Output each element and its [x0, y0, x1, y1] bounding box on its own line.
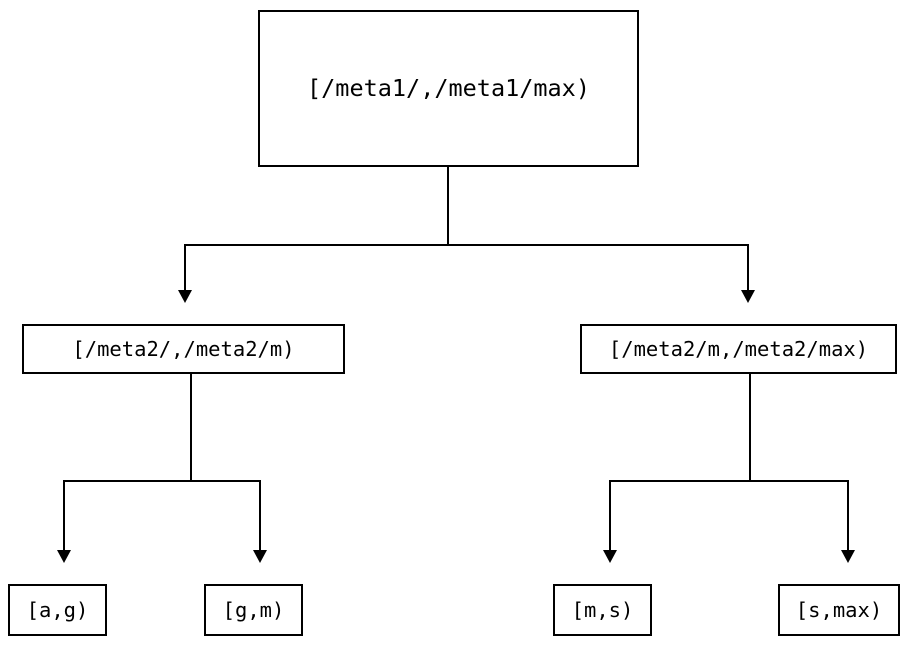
node-leaf-m-s-label: [m,s) [571, 597, 634, 622]
arrowhead-mid-left-to-leaf-ag [57, 550, 71, 563]
node-leaf-s-max[interactable]: [s,max) [778, 584, 900, 636]
node-mid-left[interactable]: [/meta2/,/meta2/m) [22, 324, 345, 374]
arrowhead-mid-left-to-leaf-gm [253, 550, 267, 563]
node-leaf-m-s[interactable]: [m,s) [553, 584, 652, 636]
arrowhead-mid-right-to-leaf-smax [841, 550, 855, 563]
edge-root-crossbar [184, 244, 749, 246]
edge-root-to-mid-left [184, 244, 186, 290]
node-leaf-a-g[interactable]: [a,g) [8, 584, 107, 636]
edge-mid-right-to-leaf-ms [609, 480, 611, 550]
edge-mid-right-to-leaf-smax [847, 480, 849, 550]
edge-mid-left-stem [190, 374, 192, 481]
edge-mid-right-crossbar [609, 480, 849, 482]
node-leaf-s-max-label: [s,max) [795, 597, 883, 622]
node-root-label: [/meta1/,/meta1/max) [307, 73, 590, 102]
node-mid-right-label: [/meta2/m,/meta2/max) [608, 336, 869, 361]
node-leaf-g-m[interactable]: [g,m) [204, 584, 303, 636]
node-leaf-g-m-label: [g,m) [222, 597, 285, 622]
edge-root-to-mid-right [747, 244, 749, 290]
edge-mid-right-stem [749, 374, 751, 481]
edge-mid-left-crossbar [63, 480, 261, 482]
edge-mid-left-to-leaf-gm [259, 480, 261, 550]
arrowhead-mid-right-to-leaf-ms [603, 550, 617, 563]
edge-mid-left-to-leaf-ag [63, 480, 65, 550]
node-leaf-a-g-label: [a,g) [26, 597, 89, 622]
node-mid-left-label: [/meta2/,/meta2/m) [72, 336, 295, 361]
arrowhead-root-to-mid-left [178, 290, 192, 303]
edge-root-stem [447, 167, 449, 245]
node-mid-right[interactable]: [/meta2/m,/meta2/max) [580, 324, 897, 374]
arrowhead-root-to-mid-right [741, 290, 755, 303]
node-root[interactable]: [/meta1/,/meta1/max) [258, 10, 639, 167]
